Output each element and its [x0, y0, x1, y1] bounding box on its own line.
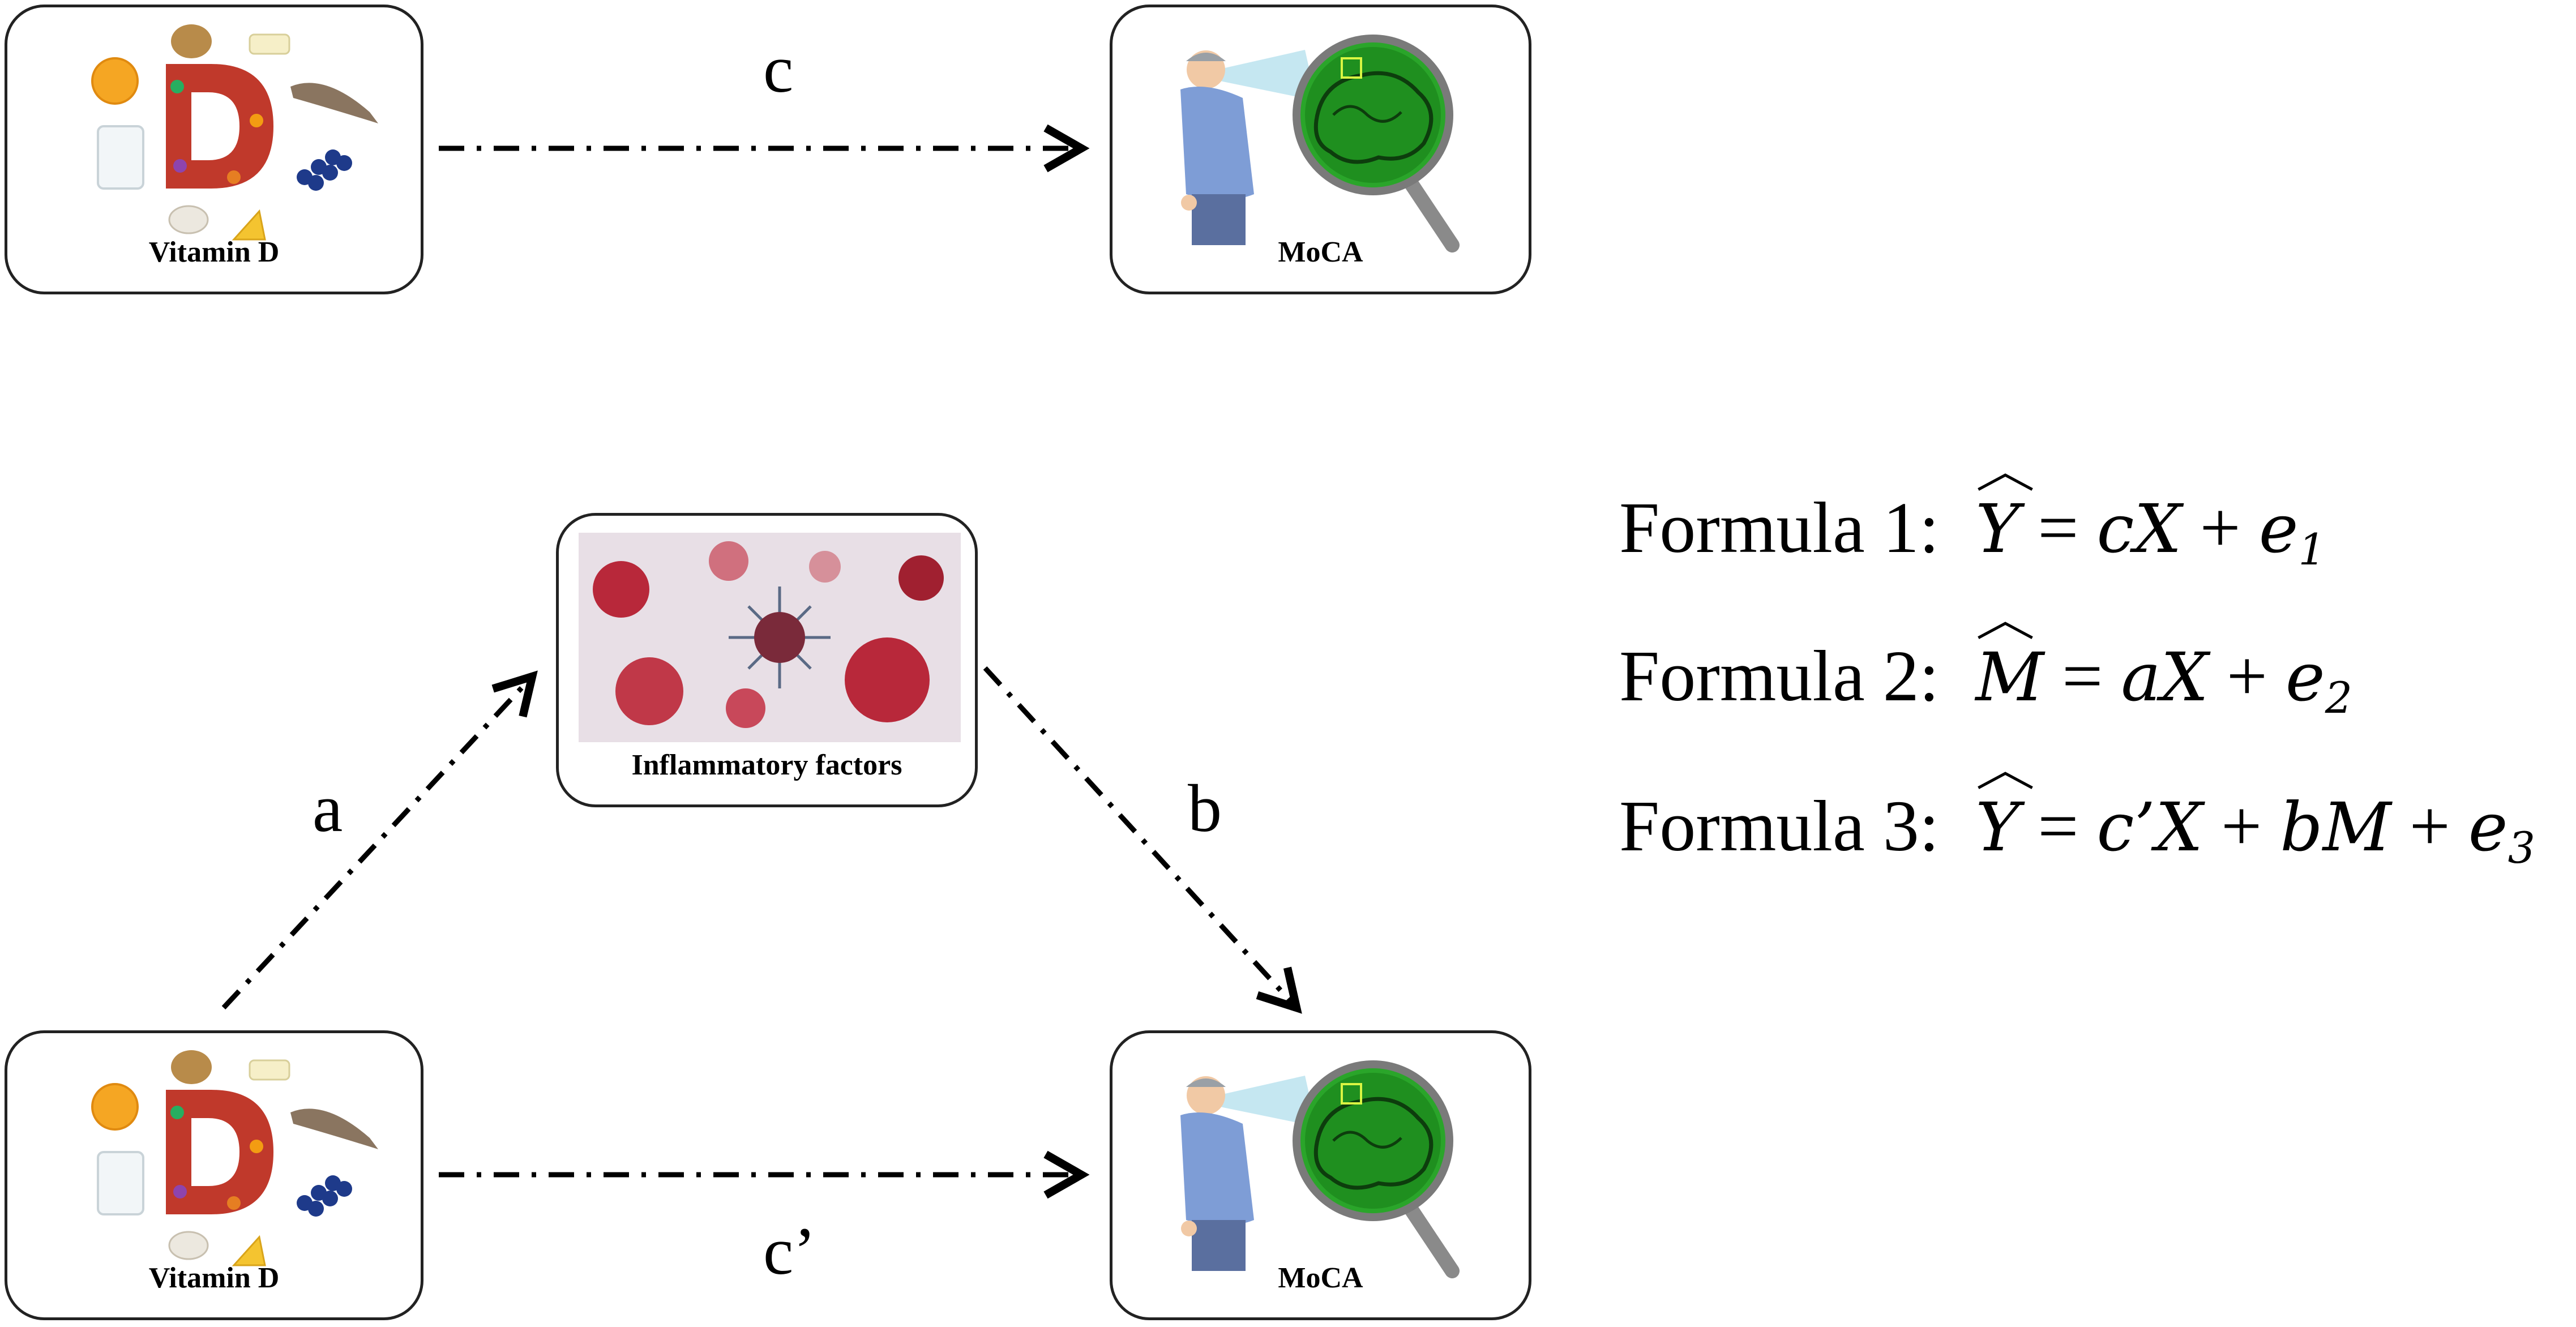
inflammatory-factors-label: Inflammatory factors — [631, 749, 902, 781]
formula-2-error-sub: 2 — [2325, 673, 2353, 723]
formula-3-plus-2: + — [2409, 786, 2450, 866]
formula-1-coef: c — [2096, 490, 2134, 568]
formula-3-m: M — [2322, 788, 2391, 866]
formula-1-x: X — [2134, 490, 2182, 568]
vitamin-d-foods-illustration-bottom — [91, 1050, 378, 1266]
vitamin-d-node-top: Vitamin D — [5, 5, 423, 294]
moca-label-bottom: MoCA — [1278, 1262, 1363, 1294]
hat-icon — [1978, 473, 2034, 491]
edge-label-c: c — [763, 31, 794, 106]
formula-1: Formula 1: Y = cX + e1 — [1619, 473, 2326, 571]
edge-label-b: b — [1188, 770, 1222, 846]
arrow-b — [983, 666, 1302, 1014]
formula-1-plus: + — [2200, 487, 2241, 568]
formula-2-x: X — [2160, 638, 2209, 716]
formula-1-lhs: Y — [1975, 490, 2020, 568]
formula-3-prefix: Formula 3: — [1619, 786, 1940, 866]
vitamin-d-label-bottom: Vitamin D — [148, 1262, 280, 1294]
formula-3-lhs: Y — [1975, 788, 2020, 866]
moca-node-top: MoCA — [1110, 5, 1531, 294]
vitamin-d-node-bottom: Vitamin D — [5, 1030, 423, 1320]
moca-cognitive-illustration-bottom — [1180, 1060, 1460, 1278]
formula-2-lhs: M — [1975, 638, 2044, 716]
arrow-a — [221, 670, 538, 1010]
formula-3-plus-1: + — [2221, 786, 2262, 866]
inflammatory-factors-node: Inflammatory factors — [556, 513, 978, 807]
hat-icon — [1978, 772, 2034, 789]
formula-2: Formula 2: M = aX + e2 — [1619, 622, 2353, 723]
vitamin-d-foods-illustration — [91, 24, 378, 241]
formula-3-coef-c-prime: c’ — [2096, 788, 2156, 866]
formula-2-prefix: Formula 2: — [1619, 636, 1940, 716]
moca-cognitive-illustration — [1180, 35, 1460, 252]
formula-2-plus: + — [2226, 636, 2267, 716]
vitamin-d-label-top: Vitamin D — [148, 236, 280, 268]
formula-2-equals: = — [2062, 636, 2103, 716]
formula-1-equals: = — [2038, 487, 2079, 568]
moca-node-bottom: MoCA — [1110, 1030, 1531, 1320]
edge-label-a: a — [313, 770, 343, 846]
formula-3-equals: = — [2038, 786, 2079, 866]
edge-label-c-prime: c’ — [763, 1213, 816, 1289]
formula-3-error: e — [2468, 788, 2508, 866]
formula-3-coef-b: b — [2280, 788, 2323, 866]
formula-1-prefix: Formula 1: — [1619, 487, 1940, 568]
formula-1-error-sub: 1 — [2298, 524, 2326, 575]
formula-3-error-sub: 3 — [2507, 823, 2535, 873]
inflammatory-cells-illustration — [579, 533, 961, 742]
formula-3-x: X — [2155, 788, 2203, 866]
formula-1-error: e — [2258, 490, 2299, 568]
hat-icon — [1978, 622, 2034, 639]
formula-2-error: e — [2285, 638, 2325, 716]
formula-2-coef: a — [2121, 638, 2161, 716]
formula-3: Formula 3: Y = c’X + bM + e3 — [1619, 772, 2535, 873]
moca-label-top: MoCA — [1278, 236, 1363, 268]
